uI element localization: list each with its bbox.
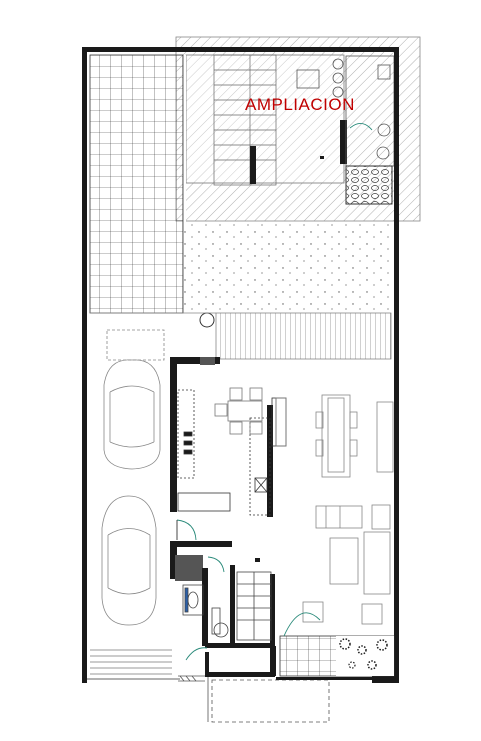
garage <box>87 312 216 680</box>
door-swings <box>176 123 373 661</box>
dining-set <box>214 387 287 447</box>
car-top <box>103 359 161 470</box>
living-table <box>315 394 394 478</box>
column-post <box>199 312 215 328</box>
living-room <box>302 504 391 625</box>
entry-dashed-box <box>211 679 330 723</box>
wood-deck <box>215 312 392 360</box>
entry-threshold <box>178 675 205 682</box>
garden-area <box>184 222 394 310</box>
house-walls <box>170 357 276 677</box>
main-stairs <box>236 571 272 641</box>
extension-stairs <box>213 54 277 186</box>
extension-label: AMPLIACION <box>245 95 355 114</box>
extension-area <box>175 36 421 222</box>
car-bottom <box>101 495 157 626</box>
bathroom <box>182 584 229 638</box>
planter-plants <box>339 638 388 670</box>
property-walls <box>82 47 399 683</box>
kitchen <box>177 389 287 516</box>
tiled-patio <box>89 54 184 314</box>
